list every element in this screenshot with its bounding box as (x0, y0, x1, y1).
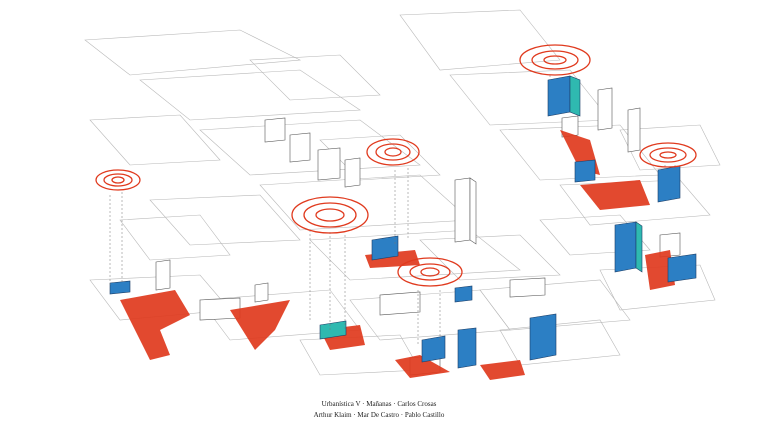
red-public-spaces (120, 130, 675, 380)
highlighted-buildings (109, 75, 697, 369)
outlined-buildings (155, 87, 681, 376)
street-grid (84, 9, 721, 376)
leader-lines (109, 75, 676, 345)
red-contour-sketches (95, 44, 697, 287)
caption-credits-line-1: Urbanística V · Mañanas · Carlos Crosas (321, 400, 437, 408)
caption-credits-line-2: Arthur Klaim · Mar De Castro · Pablo Cas… (313, 411, 445, 419)
